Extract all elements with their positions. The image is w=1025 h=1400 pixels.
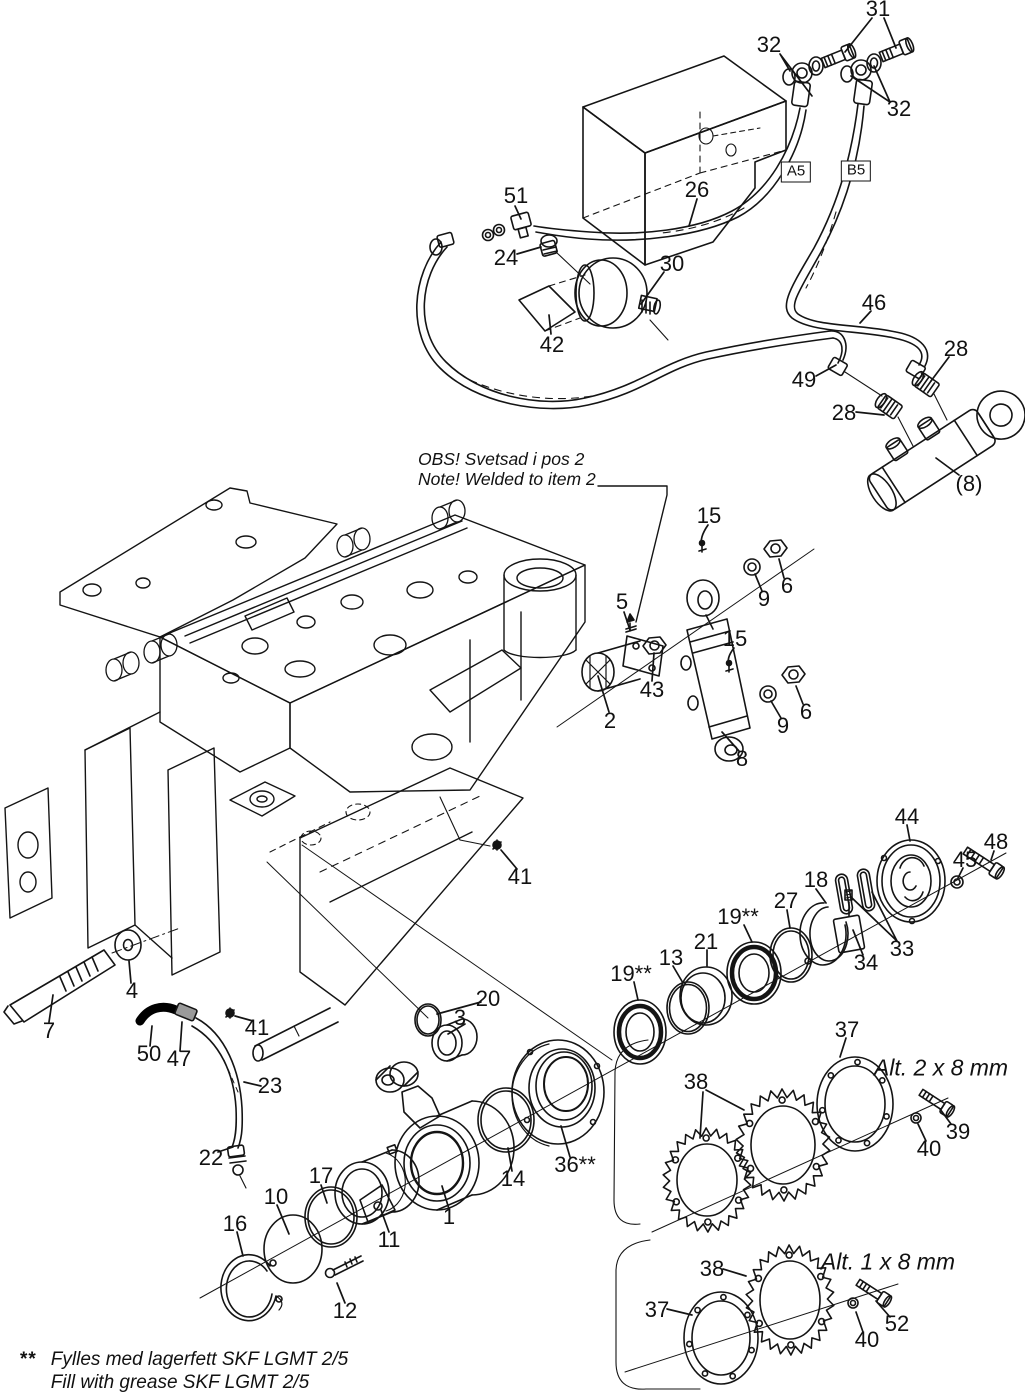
welded-note-line1: OBS! Svetsad i pos 2 bbox=[418, 449, 585, 469]
bolt-and-washer bbox=[3, 927, 181, 1025]
alt-note-top: Alt. 2 x 8 mm bbox=[873, 1054, 1009, 1081]
grease-nipples-41 bbox=[225, 796, 502, 1019]
footnote-line2: Fill with grease SKF LGMT 2/5 bbox=[50, 1372, 310, 1393]
footnote-marker: ** bbox=[20, 1349, 37, 1370]
hose-tag-b5: B5 bbox=[840, 160, 872, 182]
grease-hose-group bbox=[135, 1002, 247, 1189]
sprocket-groups bbox=[662, 1056, 894, 1385]
alt-note-bottom: Alt. 1 x 8 mm bbox=[820, 1248, 956, 1275]
frame-weldment bbox=[4, 487, 586, 1006]
hoses-top bbox=[416, 37, 929, 410]
trunnion-cylinder-group bbox=[556, 539, 815, 762]
welded-note-leader bbox=[597, 485, 668, 623]
steering-cylinder bbox=[844, 370, 1025, 512]
leader-lines bbox=[48, 17, 995, 1333]
tank-box bbox=[582, 55, 787, 266]
zone-borders bbox=[613, 1039, 701, 1390]
axis-lines bbox=[199, 844, 1007, 1373]
footnote-line1: Fylles med lagerfett SKF LGMT 2/5 bbox=[50, 1349, 349, 1370]
bearing-stack bbox=[613, 839, 1006, 1065]
welded-note-line2: Note! Welded to item 2 bbox=[418, 469, 596, 489]
footnote: ** Fylles med lagerfett SKF LGMT 2/5 Fill… bbox=[20, 1348, 348, 1394]
welded-note: OBS! Svetsad i pos 2 Note! Welded to ite… bbox=[418, 449, 596, 489]
hose-tag-a5: A5 bbox=[780, 161, 812, 183]
breather-valve bbox=[518, 257, 669, 341]
hub-group bbox=[220, 1003, 605, 1322]
